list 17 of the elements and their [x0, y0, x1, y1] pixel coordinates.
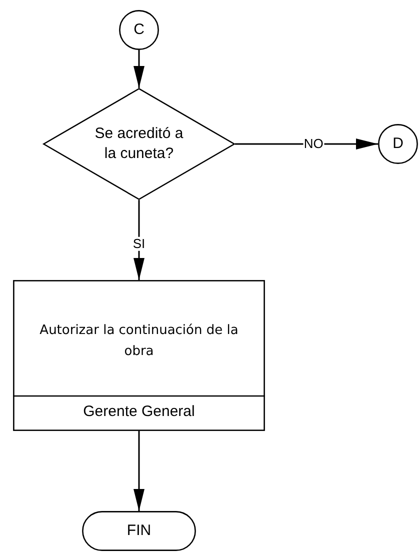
edge-label: SI [132, 236, 146, 252]
arrow [134, 200, 144, 280]
connector-circle [119, 10, 159, 50]
process-box [13, 280, 265, 431]
decision-diamond [43, 88, 235, 200]
node-text: Se acreditó a la cuneta? [94, 124, 184, 164]
arrow [235, 138, 378, 150]
arrow [134, 50, 144, 88]
connector-circle [378, 124, 418, 164]
role-text: Gerente General [82, 403, 196, 420]
terminal-shape [82, 511, 196, 551]
node-text: D [392, 135, 404, 152]
arrow [134, 431, 144, 511]
edge-label: NO [302, 136, 324, 152]
process-text: Autorizar la continuación de la obra [38, 322, 240, 361]
node-text: C [132, 21, 146, 38]
node-text: FIN [126, 522, 152, 539]
